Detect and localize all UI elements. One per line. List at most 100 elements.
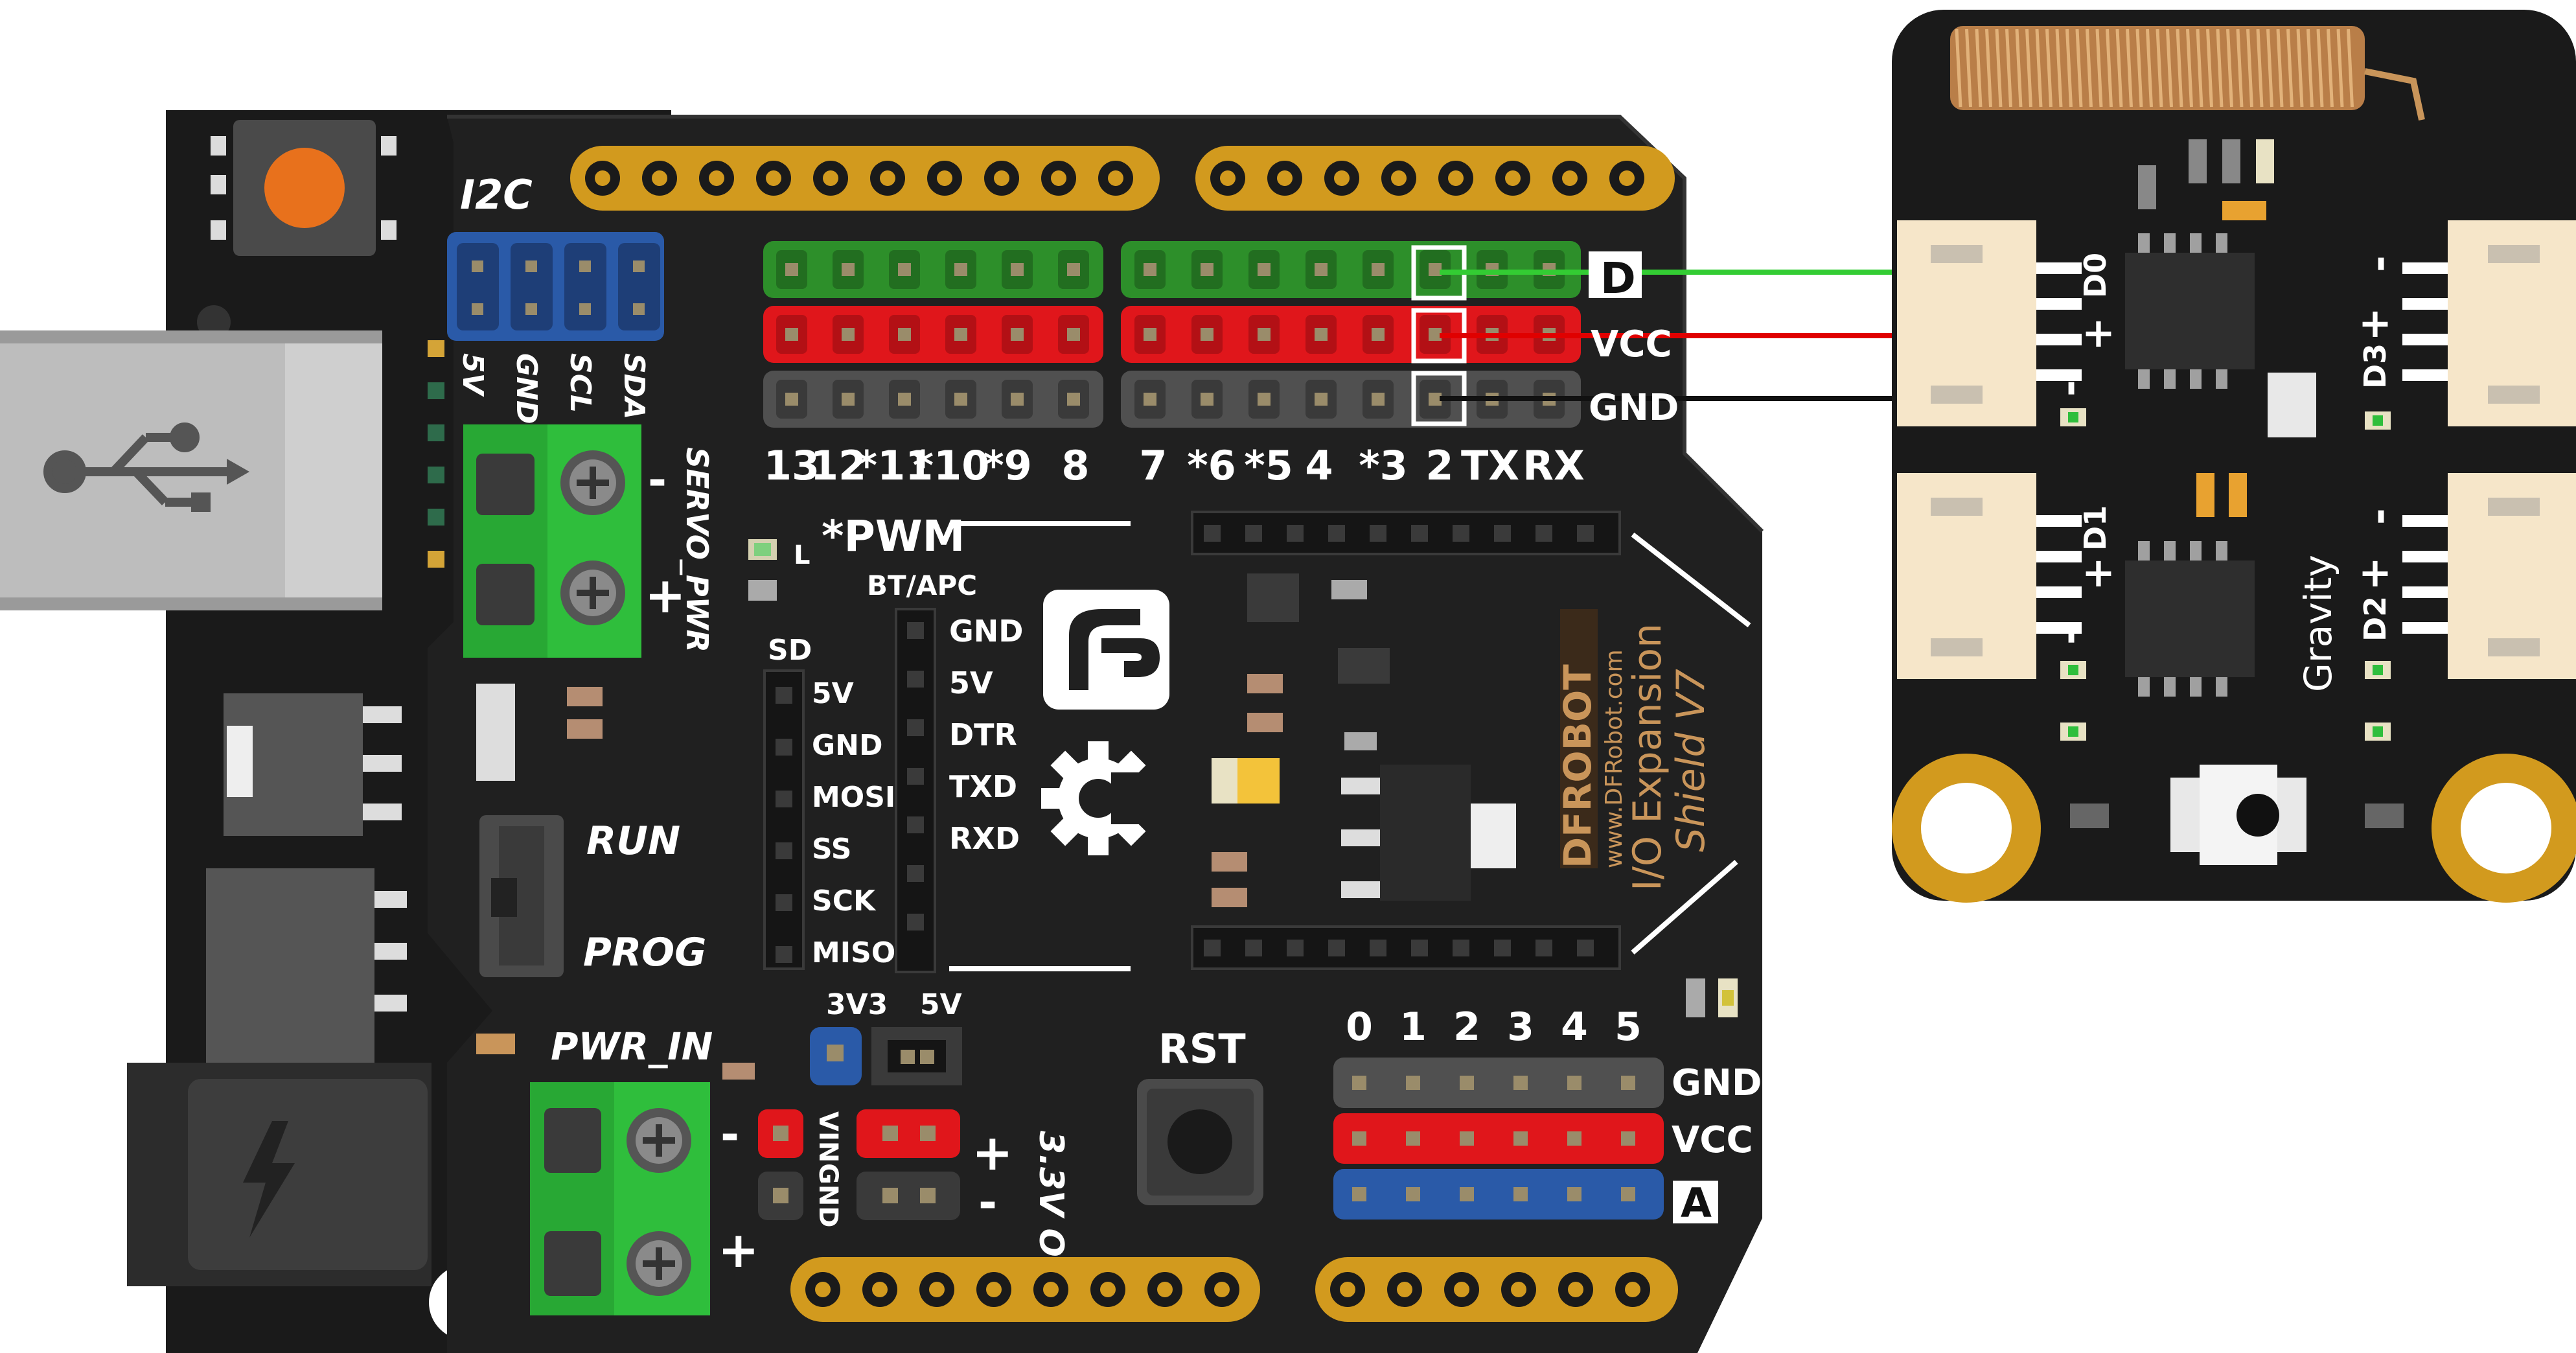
digital-pin-number: *10 [913, 442, 990, 489]
coil-turn [2135, 29, 2143, 108]
i2c-pin-scl: SCL [564, 353, 597, 413]
d0-plus: + [2082, 309, 2115, 356]
xbee-socket [1191, 511, 1621, 970]
analog-pin-number: 3 [1507, 1004, 1534, 1050]
analog-pin-contact [1406, 1187, 1420, 1201]
coil-turn [2005, 29, 2012, 108]
coil-turn [2106, 29, 2113, 108]
digital-pin-contact [1201, 328, 1213, 341]
analog-pin-contact [1567, 1187, 1581, 1201]
bottom-gold-header-right [1315, 1257, 1678, 1322]
bt-pin-dtr: DTR [949, 717, 1017, 752]
coil-turn [2166, 29, 2173, 108]
analog-pin-contact [1513, 1131, 1528, 1146]
xbee-pin [1411, 525, 1428, 542]
digital-pin-number: 12 [811, 442, 866, 489]
module-chips [2125, 139, 2316, 697]
i2c-label: I2C [460, 171, 533, 218]
digital-pin-contact [1011, 328, 1024, 341]
digital-pin-contact [1258, 393, 1271, 406]
coil-turn [2266, 29, 2273, 108]
xbee-pin [1453, 525, 1469, 542]
digital-pin-contact [898, 393, 911, 406]
analog-pin-contact [1406, 1131, 1420, 1146]
gravity-brand: Gravity [2296, 555, 2340, 692]
sd-pin [776, 739, 792, 756]
rst-button[interactable] [1137, 1079, 1263, 1205]
sd-header [763, 669, 805, 970]
jumper-3v3-label: 3V3 [826, 988, 888, 1021]
coil-turn [1975, 29, 1983, 108]
digital-pin-contact [954, 328, 967, 341]
coil-turn [1995, 29, 2003, 108]
coil-turn [2216, 29, 2224, 108]
coil-turn [2086, 29, 2093, 108]
coil-turn [2115, 29, 2123, 108]
analog-pin-number: 2 [1453, 1004, 1480, 1050]
digital-pin-number: *5 [1244, 442, 1293, 489]
sd-pin-sck: SCK [812, 885, 877, 918]
digital-header-block-left [763, 241, 1103, 428]
coil-turn [2095, 29, 2103, 108]
analog-pin-number: 1 [1399, 1004, 1427, 1050]
analog-pin-contact [1567, 1076, 1581, 1090]
analog-pin-contact [1621, 1131, 1635, 1146]
dc-barrel-jack [127, 1063, 431, 1286]
xbee-pin [1287, 525, 1304, 542]
coil-turn [2236, 29, 2244, 108]
digital-pin-contact [1372, 263, 1385, 276]
analog-pin-contact [1621, 1187, 1635, 1201]
digital-pin-contact [1429, 393, 1442, 406]
coil-turn [2286, 29, 2294, 108]
io-expansion-shield: I2C 5V GND SCL SDA [428, 115, 1902, 1353]
port-label-d2: D2 [2358, 596, 2393, 642]
i2c-pin-sda: SDA [617, 353, 650, 419]
digital-pin-contact [1258, 328, 1271, 341]
d1-plus: + [2082, 549, 2115, 596]
sd-label: SD [768, 634, 812, 667]
bt-pin-gnd: GND [949, 614, 1023, 649]
bt-pin-txd: TXD [949, 769, 1017, 804]
bt-pin-5v: 5V [949, 665, 993, 700]
digital-pin-contact [785, 263, 798, 276]
bt-apc-label: BT/APC [867, 570, 977, 601]
vin-gnd-label: GND [813, 1163, 843, 1228]
coil-turn [2015, 29, 2023, 108]
top-gold-header-left [570, 146, 1160, 211]
pwr-in-label: PWR_IN [551, 1024, 713, 1069]
xbee-pin [1494, 940, 1511, 956]
xbee-pin [1494, 525, 1511, 542]
voltage-jumper[interactable] [810, 1027, 962, 1085]
digital-pin-contact [785, 328, 798, 341]
bt-pin [907, 719, 924, 736]
module-button[interactable] [2170, 765, 2306, 865]
sd-pin-5v: 5V [812, 677, 854, 710]
coil-turn [2276, 29, 2284, 108]
digital-pin-number: TX [1461, 442, 1519, 489]
servo-plus: + [645, 566, 686, 624]
model-line2: Shield V7 [1668, 669, 1714, 852]
coil-turn [2316, 29, 2324, 108]
row-label-gnd: GND [1589, 387, 1679, 429]
coil-turn [1965, 29, 1972, 108]
servo-pwr-label: SERVO_PWR [680, 447, 715, 653]
brand-url: www.DFRobot.com [1601, 649, 1627, 868]
analog-pin-contact [1460, 1076, 1474, 1090]
digital-pin-contact [1144, 328, 1156, 341]
antenna-coil [1950, 26, 2425, 121]
digital-pin-contact [954, 393, 967, 406]
xbee-pin [1328, 525, 1345, 542]
sd-pin [776, 946, 792, 963]
digital-pin-contact [842, 263, 855, 276]
coil-turn [2186, 29, 2193, 108]
digital-pin-number: RX [1523, 442, 1585, 489]
digital-pin-contact [1315, 263, 1328, 276]
run-prog-switch[interactable] [479, 815, 564, 977]
d1-minus: - [2045, 628, 2093, 645]
dfrobot-logo-icon [1043, 590, 1169, 710]
digital-pin-contact [1258, 263, 1271, 276]
analog-pin-number: 4 [1561, 1004, 1588, 1050]
coil-turn [2306, 29, 2314, 108]
reset-button-orange [264, 148, 345, 228]
